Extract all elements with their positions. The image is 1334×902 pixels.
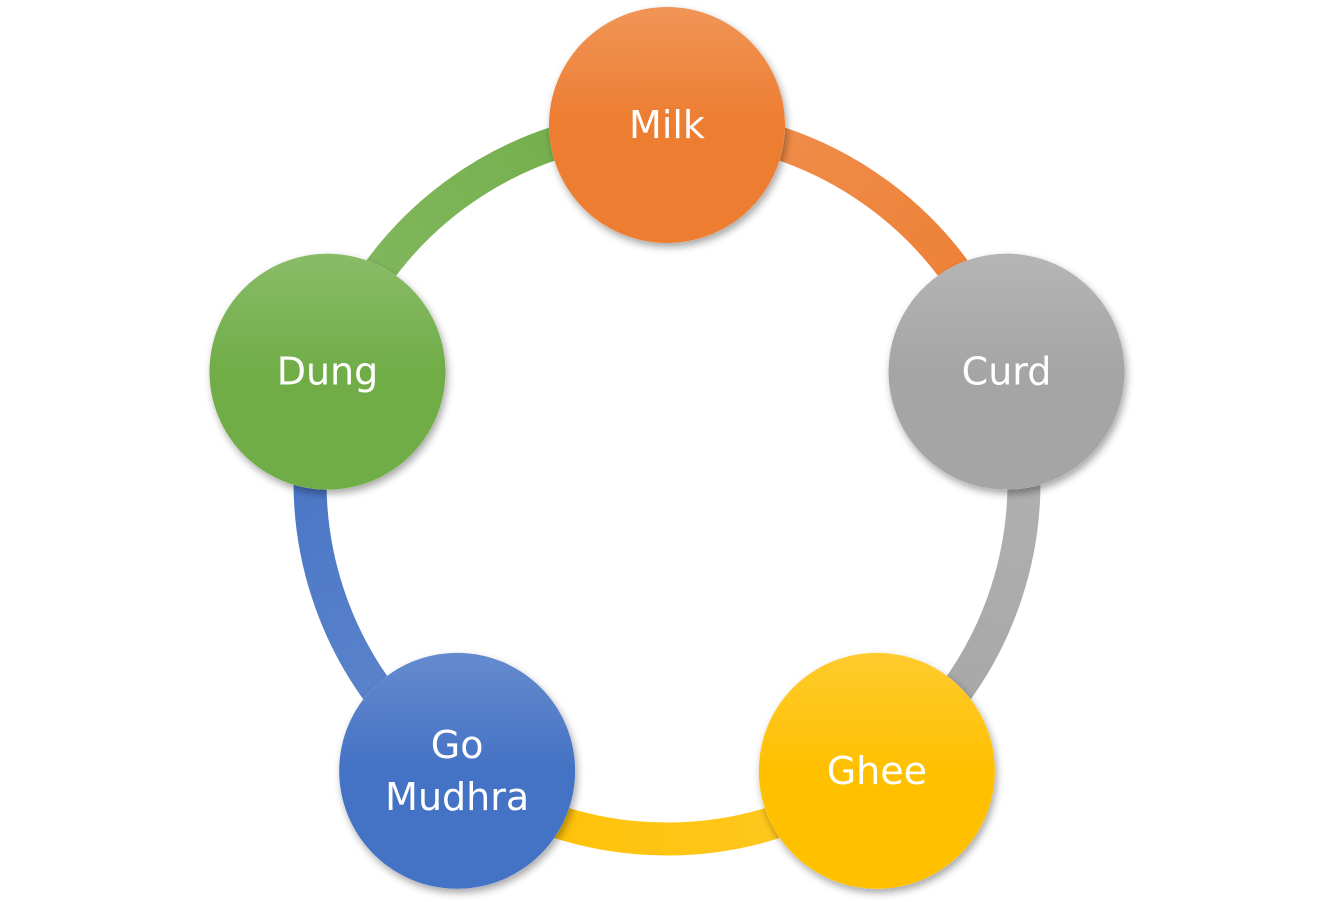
node-circle-curd	[888, 253, 1125, 490]
node-label: Milk	[629, 103, 705, 147]
node-dung: Dung	[209, 253, 446, 490]
node-circle-ghee	[758, 652, 995, 889]
node-label: Curd	[962, 350, 1052, 394]
node-curd: Curd	[888, 253, 1125, 490]
node-label: Go	[431, 723, 484, 767]
node-milk: Milk	[549, 7, 785, 243]
node-ghee: Ghee	[758, 652, 995, 889]
node-circle-dung	[209, 253, 446, 490]
node-label: Dung	[277, 350, 379, 394]
node-circle-go-mudhra	[339, 652, 576, 889]
node-label: Mudhra	[385, 775, 529, 819]
node-label: Ghee	[827, 749, 927, 793]
node-circle-milk	[549, 7, 785, 243]
